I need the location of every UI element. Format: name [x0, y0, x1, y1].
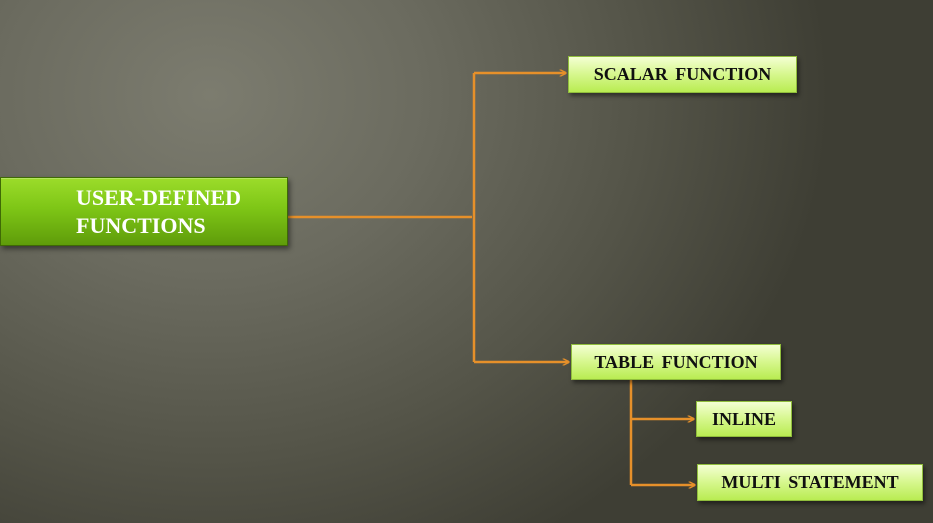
root-label: USER-DEFINED FUNCTIONS: [76, 184, 241, 239]
multi-statement-label: MULTI STATEMENT: [721, 472, 899, 492]
scalar-function-label: SCALAR FUNCTION: [593, 64, 772, 84]
scalar-function-node: SCALAR FUNCTION: [568, 56, 797, 93]
root-label-line2: FUNCTIONS: [76, 212, 206, 238]
table-function-node: TABLE FUNCTION: [571, 344, 781, 380]
inline-label: INLINE: [711, 408, 777, 429]
user-defined-functions-node: USER-DEFINED FUNCTIONS: [0, 177, 288, 246]
root-label-line1: USER-DEFINED: [76, 185, 242, 210]
table-function-label: TABLE FUNCTION: [594, 351, 758, 372]
multi-statement-node: MULTI STATEMENT: [697, 464, 923, 501]
inline-node: INLINE: [696, 401, 792, 437]
